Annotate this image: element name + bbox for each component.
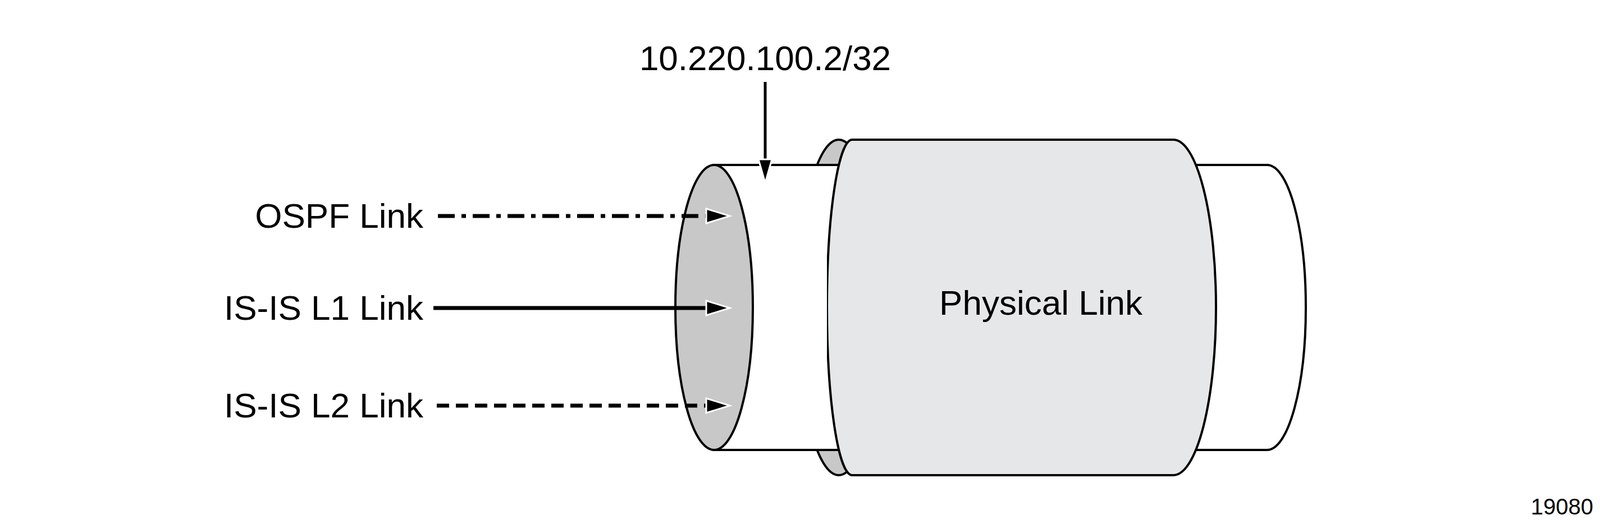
arrowhead: [706, 300, 730, 316]
figure-number: 19080: [1530, 494, 1594, 520]
arrowhead: [706, 208, 730, 224]
isis-l2-arrow: [436, 404, 709, 409]
node-label: Physical Link: [939, 284, 1143, 323]
inner-tube-edge: [714, 163, 855, 167]
link-label: OSPF Link: [254, 197, 424, 236]
arrowhead: [758, 159, 772, 184]
arrowhead: [706, 398, 730, 414]
pointer-line: [764, 81, 767, 163]
cylinder-shape: [826, 139, 1216, 476]
link-label: IS-IS L2 Link: [224, 386, 424, 425]
ospf-arrow: [437, 214, 709, 219]
physical-link-body: Physical Link: [826, 137, 1220, 478]
link-label: IS-IS L1 Link: [224, 289, 424, 328]
address-label: 10.220.100.2/32: [639, 39, 891, 78]
inner-tube-edge: [714, 449, 855, 452]
isis-l1-arrow: [433, 306, 709, 311]
